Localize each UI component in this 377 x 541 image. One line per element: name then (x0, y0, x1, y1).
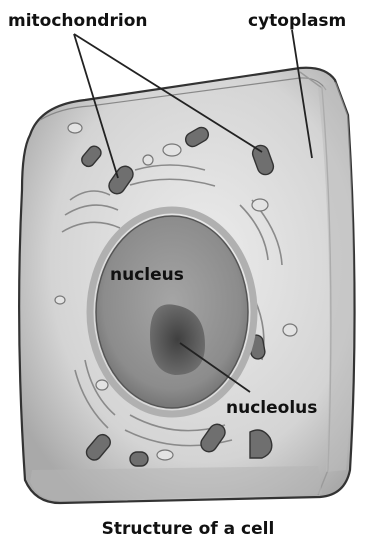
nucleus-shape (90, 210, 254, 414)
diagram-caption: Structure of a cell (102, 519, 275, 539)
nucleus-label: nucleus (110, 265, 184, 285)
nucleolus-label: nucleolus (226, 398, 317, 418)
mitochondrion-label: mitochondrion (8, 11, 147, 31)
mitochondrion-shape (130, 452, 148, 466)
cytoplasm-label: cytoplasm (248, 11, 346, 31)
